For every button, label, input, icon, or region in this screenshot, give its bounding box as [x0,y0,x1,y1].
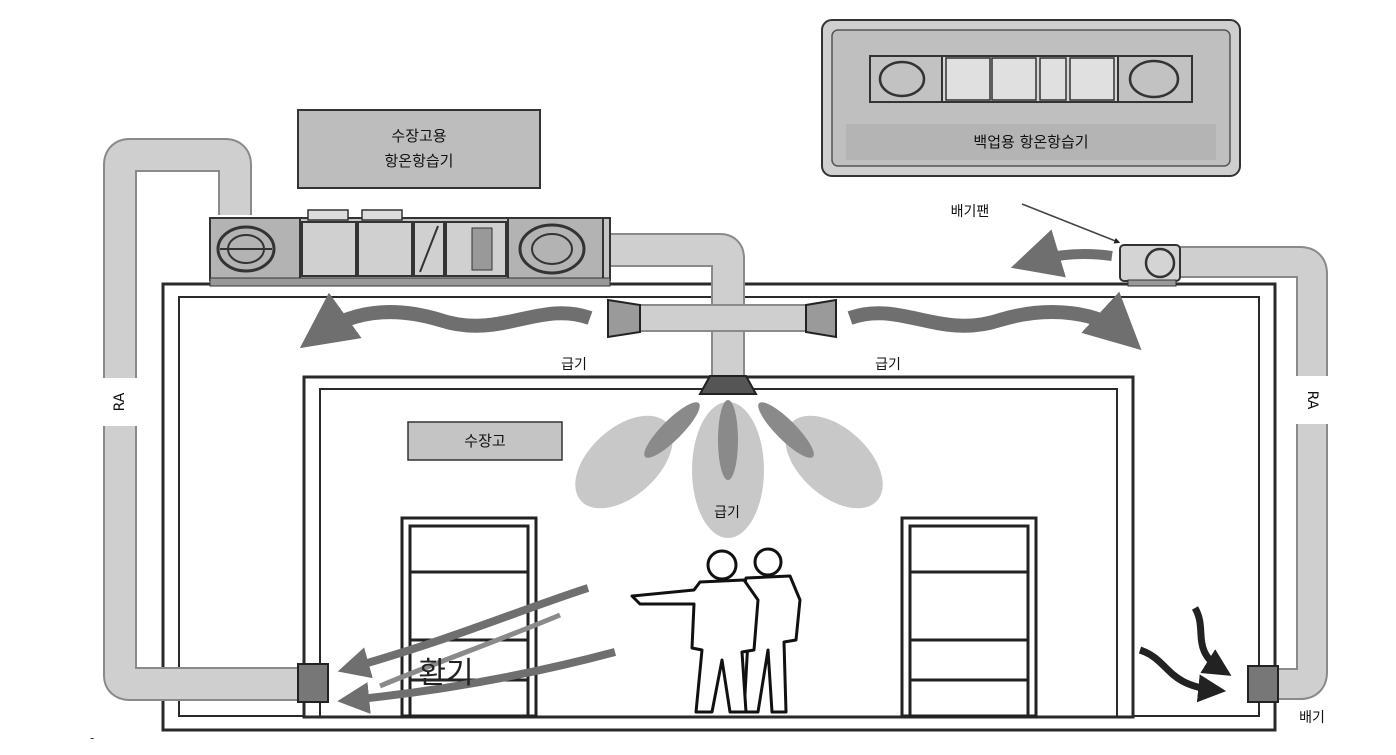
ra-label-right: RA [1304,391,1320,410]
supply-label-left: 급기 [561,357,587,373]
supply-label-right: 급기 [875,357,901,373]
supply-diffuser-left [607,298,641,339]
exhaust-label: 배기 [1299,710,1325,726]
supply-airflow-arrow-right [847,291,1142,351]
backup-ahu-panel [821,19,1241,177]
people-figures [630,547,802,714]
storage-ahu-unit [209,209,611,287]
ventilation-arrows [337,584,617,715]
ventilation-label: 환기 [418,656,473,691]
storage-ahu-label-line1: 수장고용 [391,127,446,145]
storage-ahu-label-line2: 항온항습기 [384,152,453,170]
return-grille-left [297,663,329,703]
shelf-right [900,516,1038,718]
corner-mark: - [90,731,94,745]
supply-label-center: 급기 [714,505,740,521]
storage-room-label: 수장고 [464,432,505,450]
exhaust-fan-label: 배기팬 [951,204,990,220]
supply-diffuser-right [805,298,837,339]
backup-ahu-label: 백업용 항온항습기 [973,133,1088,151]
ra-label-left: RA [112,392,128,411]
supply-diffuser-center [698,375,758,395]
storage-ahu-label-box [297,109,541,189]
exhaust-fan-pointer [1021,203,1121,244]
supply-airflow-arrow-left [299,292,593,349]
supply-air-plumes [575,400,883,538]
exhaust-outflow-arrow [1010,229,1113,278]
storage-room-label-box [407,421,563,461]
exhaust-fan-unit [1119,244,1181,287]
exhaust-arrows [1138,606,1232,703]
exhaust-grille-right [1247,665,1279,703]
